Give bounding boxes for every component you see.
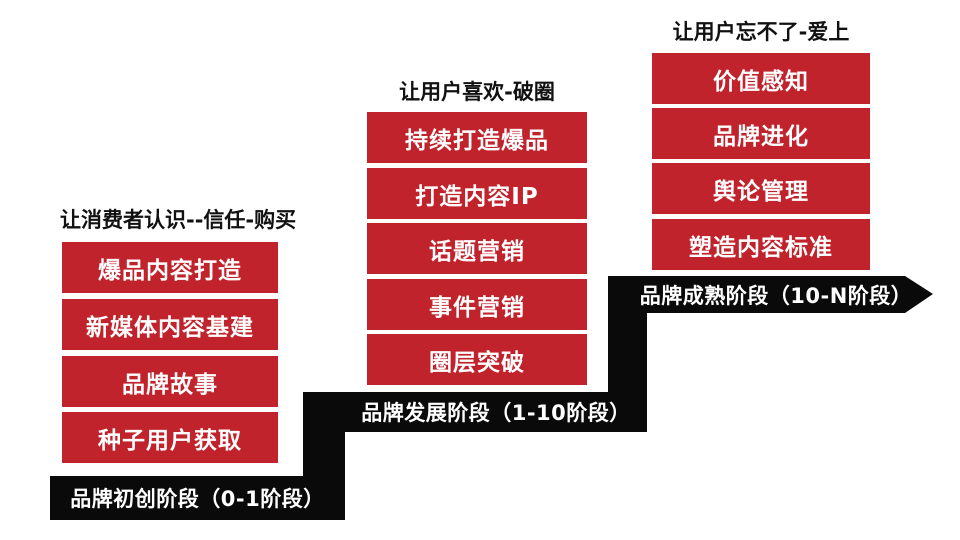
stage3-item-box: 价值感知: [652, 53, 870, 104]
stage2-item-box: 打造内容IP: [367, 168, 587, 219]
stage3-item-box: 品牌进化: [652, 108, 870, 159]
stage1-item-box: 新媒体内容基建: [62, 299, 278, 350]
stage2-item-box: 事件营销: [367, 279, 587, 330]
stage3-bar-label: 品牌成熟阶段（10-N阶段）: [639, 283, 913, 308]
stage3-header: 让用户忘不了-爱上: [672, 20, 850, 44]
stage1-item-box: 品牌故事: [62, 356, 278, 407]
stage2-header: 让用户喜欢-破圈: [399, 80, 555, 104]
stage2-item-box: 持续打造爆品: [367, 112, 587, 163]
stage1-bar-label: 品牌初创阶段（0-1阶段）: [70, 487, 325, 511]
stage2-item-box: 圈层突破: [367, 334, 587, 385]
stage2-bar-label: 品牌发展阶段（1-10阶段）: [361, 401, 631, 425]
stage3-item-box: 舆论管理: [652, 163, 870, 214]
stage2-item-box: 话题营销: [367, 223, 587, 274]
staircase-arrow-polygon: [50, 276, 933, 520]
stage1-item-box: 种子用户获取: [62, 412, 278, 463]
stage3-item-box: 塑造内容标准: [652, 219, 870, 270]
stage1-item-box: 爆品内容打造: [62, 242, 278, 293]
stage1-header: 让消费者认识--信任-购买: [60, 208, 297, 232]
